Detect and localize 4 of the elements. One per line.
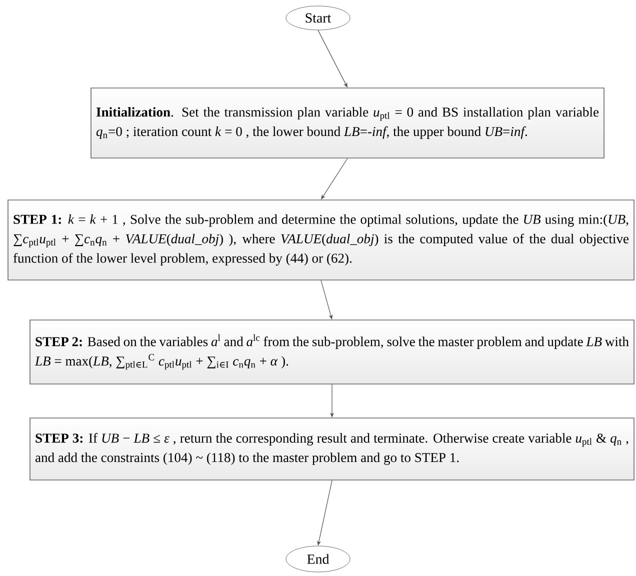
process-box: STEP 1: k = k + 1 , Solve the sub-problem and determine the optimal solutions, update the UB using min:(UB, ∑c$_{ptl}$u$_{ptl}$ + ∑c$_{n}$q$_{n}$ + VALUE(dual_obj) ), where VALUE(dual_obj) is the computed value of the dual objective function of the lower level problem, expressed by (44) or (62). (8, 200, 634, 280)
process-box: STEP 2: Based on the variables a$^{l}$ and a$^{lc}$ from the sub-problem, solve the master problem and update LB with LB = max(LB, ∑$_{ptl∈L}$$^{C}$ c$_{ptl}$u$_{ptl}$ + ∑$_{i∈I}$ c$_{n}$q$_{n}$ + α ). (30, 320, 634, 384)
process-box: STEP 3: If UB − LB ≤ ε , return the corresponding result and terminate. Otherwise create variable u$_{ptl}$ & q$_{n}$ , and add the constraints (104) ~ (118) to the master problem and go to STEP 1. (30, 418, 634, 480)
process-box: Initialization. Set the transmission plan variable u$_{ptl}$ = 0 and BS installation plan variable q$_{n}$=0 ; iteration count k = 0 , the lower bound LB=-inf, the upper bound UB=inf. (90, 88, 604, 158)
